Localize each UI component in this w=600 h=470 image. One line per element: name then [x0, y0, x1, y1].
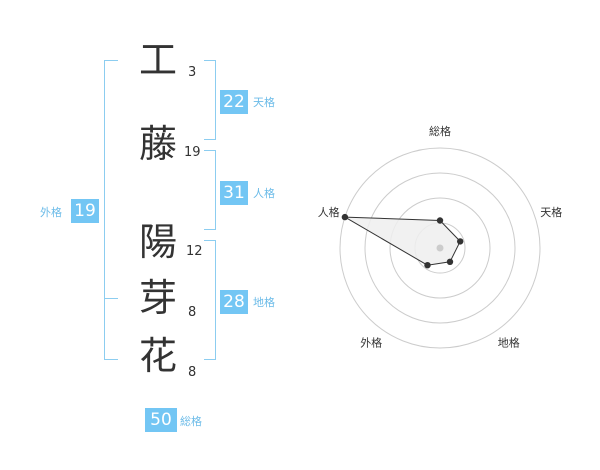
radar-grid-ring [364, 172, 516, 324]
gaikaku-value: 19 [71, 199, 99, 223]
radar-axis-label-4: 外格 [360, 336, 382, 350]
radar-axis-label-1: 総格 [429, 124, 451, 138]
stroke-count-4: 8 [188, 305, 197, 320]
radar-axis-label-3: 地格 [498, 336, 520, 350]
chikaku-value: 28 [220, 290, 248, 314]
name-char-5: 花 [138, 334, 177, 378]
radar-point-5 [341, 213, 349, 221]
tenkaku-value: 22 [220, 90, 248, 114]
stroke-count-1: 3 [188, 65, 197, 80]
gaikaku-bracket [104, 60, 118, 360]
chikaku-bracket [204, 240, 216, 360]
radar-point-3 [446, 258, 454, 265]
jinkaku-label: 人格 [253, 187, 275, 200]
soukaku-label: 総格 [180, 415, 202, 428]
jinkaku-bracket [204, 150, 216, 230]
soukaku-value: 50 [145, 408, 177, 432]
radar-point-1 [436, 217, 444, 224]
radar-axis-label-2: 天格 [540, 205, 562, 219]
tenkaku-bracket [204, 60, 216, 140]
gaikaku-bracket-tick [104, 298, 118, 299]
stroke-count-2: 19 [184, 145, 201, 160]
tenkaku-label: 天格 [253, 96, 275, 109]
name-char-4: 芽 [138, 276, 177, 320]
name-char-3: 陽 [138, 220, 177, 264]
radar-grid-ring [339, 147, 541, 349]
radar-point-4 [424, 262, 431, 269]
stroke-count-3: 12 [186, 244, 203, 259]
radar-point-2 [457, 238, 464, 245]
name-char-1: 工 [138, 38, 177, 82]
radar-axis-label-5: 人格 [318, 205, 340, 219]
stroke-count-5: 8 [188, 365, 197, 380]
radar-grid-ring [389, 197, 491, 299]
jinkaku-value: 31 [220, 181, 248, 205]
chikaku-label: 地格 [253, 296, 275, 309]
gaikaku-label: 外格 [40, 206, 62, 219]
name-char-2: 藤 [138, 122, 177, 166]
radar-center-dot [436, 244, 444, 252]
radar-polygon [344, 216, 461, 266]
